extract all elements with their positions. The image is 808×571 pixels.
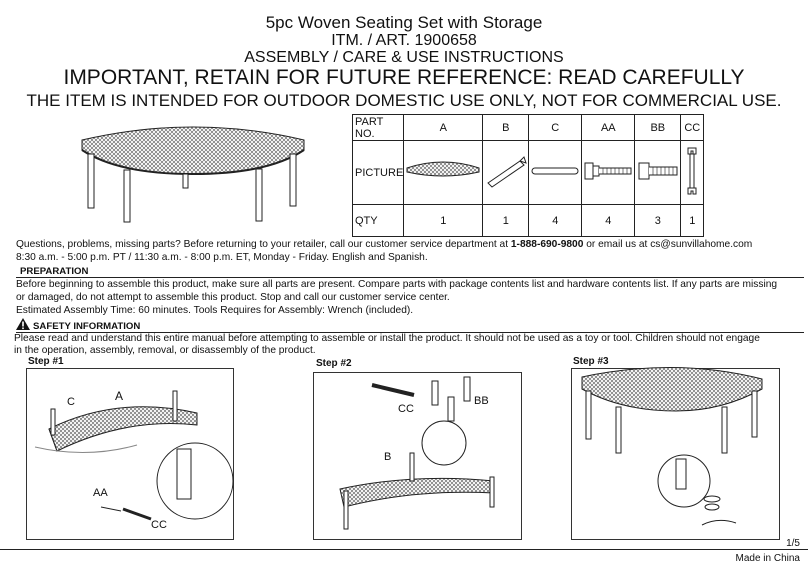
step-3-panel	[571, 367, 780, 540]
step-1-panel: C A AA CC	[26, 368, 234, 540]
callout-cc: CC	[151, 519, 167, 531]
part-id: AA	[581, 114, 636, 141]
bolt-icon	[634, 140, 682, 205]
part-qty: 1	[403, 204, 484, 237]
safety-heading: SAFETY INFORMATION	[33, 321, 141, 332]
part-id: CC	[680, 114, 705, 141]
callout-c: C	[67, 396, 75, 408]
divider	[16, 277, 804, 278]
part-id: A	[403, 114, 484, 141]
document-title: 5pc Woven Seating Set with Storage	[265, 13, 543, 32]
step-2-label: Step #2	[316, 358, 352, 369]
contact-email-text: or email us at cs@sunvillahome.com	[583, 239, 753, 250]
step-3-label: Step #3	[573, 356, 609, 367]
contact-text: Questions, problems, missing parts? Befo…	[16, 239, 511, 250]
part-no-header: PART NO.	[351, 114, 405, 141]
part-b-picture	[482, 140, 530, 205]
step-2-panel: CC BB B	[313, 372, 522, 540]
important-notice: IMPORTANT, RETAIN FOR FUTURE REFERENCE: …	[63, 66, 745, 89]
safety-line: Please read and understand this entire m…	[14, 333, 760, 344]
parts-table: PART NO. A B C AA BB CC PICTURE	[351, 114, 705, 237]
contact-hours: 8:30 a.m. - 5:00 p.m. PT / 11:30 a.m. - …	[16, 252, 428, 263]
preparation-heading: PREPARATION	[20, 266, 89, 277]
divider	[16, 332, 804, 333]
preparation-line: or damaged, do not attempt to assemble t…	[16, 292, 450, 303]
qty-header: QTY	[351, 204, 405, 237]
step-2-drawing	[339, 376, 495, 530]
callout-aa: AA	[93, 487, 108, 499]
callout-cc: CC	[398, 403, 414, 415]
page-number: 1/5	[786, 538, 800, 549]
phone-number: 1-888-690-9800	[510, 239, 584, 250]
preparation-line: Estimated Assembly Time: 60 minutes. Too…	[16, 305, 414, 316]
part-id: BB	[634, 114, 682, 141]
item-number: ITM. / ART. 1900658	[331, 32, 477, 49]
callout-a: A	[115, 389, 124, 403]
contact-line-1: Questions, problems, missing parts? Befo…	[16, 239, 752, 250]
callout-b: B	[384, 451, 392, 463]
part-qty: 1	[482, 204, 530, 237]
step-1-drawing	[34, 390, 234, 521]
part-c-picture	[528, 140, 583, 205]
part-qty: 3	[634, 204, 682, 237]
step-3-drawing	[581, 367, 763, 526]
footer-divider	[0, 549, 808, 550]
part-id: B	[482, 114, 530, 141]
safety-line: in the operation, assembly, removal, or …	[14, 345, 316, 356]
wrench-icon	[680, 140, 705, 205]
made-in-label: Made in China	[735, 553, 800, 564]
bolt-icon	[581, 140, 636, 205]
part-a-picture	[403, 140, 484, 205]
step-1-label: Step #1	[28, 356, 64, 367]
bench-drawing	[81, 126, 305, 223]
intended-use-notice: THE ITEM IS INTENDED FOR OUTDOOR DOMESTI…	[26, 91, 782, 110]
part-qty: 1	[680, 204, 705, 237]
picture-header: PICTURE	[351, 140, 405, 205]
warning-icon	[16, 318, 30, 330]
part-id: C	[528, 114, 583, 141]
callout-bb: BB	[474, 395, 489, 407]
part-qty: 4	[581, 204, 636, 237]
part-qty: 4	[528, 204, 583, 237]
preparation-line: Before beginning to assemble this produc…	[16, 279, 778, 290]
assembly-heading: ASSEMBLY / CARE & USE INSTRUCTIONS	[244, 49, 564, 66]
